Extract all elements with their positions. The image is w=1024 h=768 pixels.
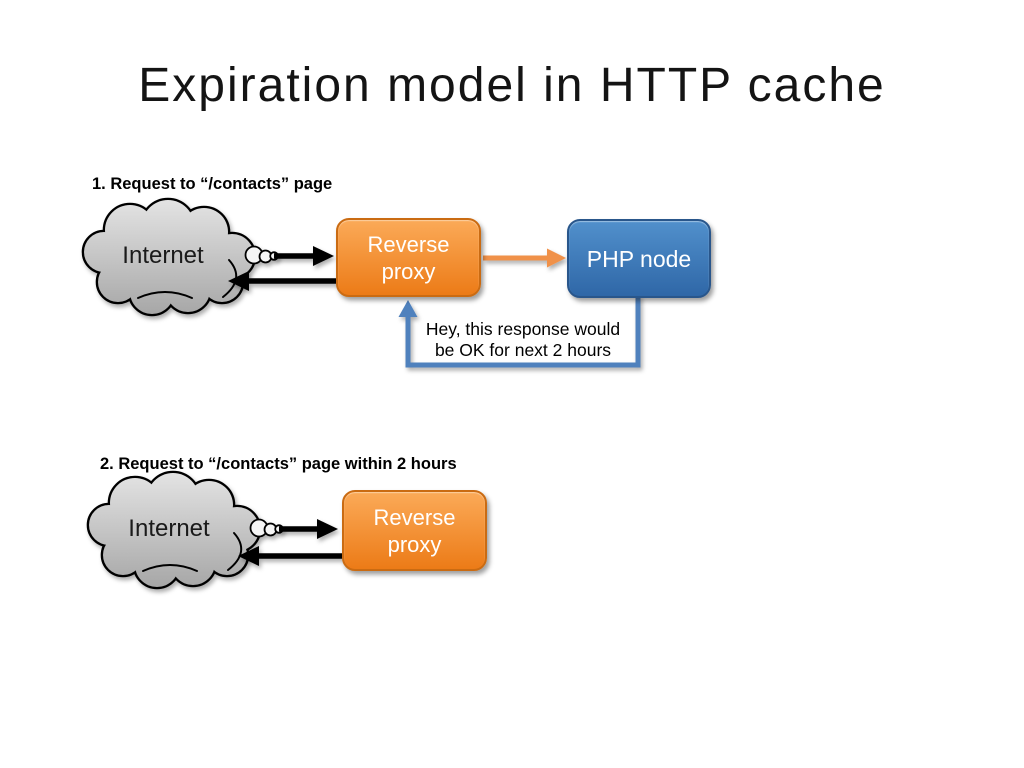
request-arrow-2 (279, 519, 338, 539)
step1-label: 1. Request to “/contacts” page (92, 175, 333, 193)
reverse-proxy-label-2: Reverse proxy (373, 504, 456, 557)
php-node-label: PHP node (586, 245, 692, 272)
response-arrow-2 (238, 546, 343, 566)
proxy-to-node-arrow (483, 248, 566, 268)
slide-title: Expiration model in HTTP cache (138, 59, 886, 112)
callout-text: Hey, this response would be OK for next … (408, 319, 638, 361)
reverse-proxy-label-1: Reverse proxy (367, 231, 450, 284)
response-arrow-1 (228, 271, 337, 291)
internet-cloud-label-1: Internet (122, 242, 204, 269)
reverse-proxy-node-2: Reverse proxy (342, 490, 487, 571)
internet-cloud-label-2: Internet (128, 515, 210, 542)
request-arrow-1 (274, 246, 334, 266)
callout-line-2: be OK for next 2 hours (434, 340, 612, 360)
reverse-proxy-node-1: Reverse proxy (336, 218, 481, 297)
step2-label: 2. Request to “/contacts” page within 2 … (100, 455, 457, 473)
callout-line-1: Hey, this response would (425, 319, 621, 339)
php-node: PHP node (567, 219, 711, 298)
